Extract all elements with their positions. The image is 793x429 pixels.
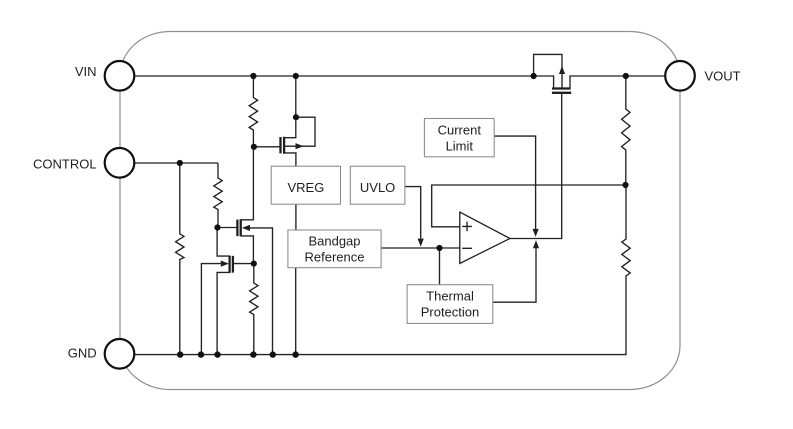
svg-text:Thermal: Thermal (426, 289, 474, 304)
svg-text:Limit: Limit (446, 139, 474, 154)
svg-text:VOUT: VOUT (705, 68, 741, 83)
svg-text:CONTROL: CONTROL (33, 157, 97, 172)
svg-text:Protection: Protection (421, 305, 480, 320)
svg-text:GND: GND (68, 346, 97, 361)
svg-text:Reference: Reference (305, 249, 365, 264)
svg-text:UVLO: UVLO (360, 180, 395, 195)
svg-text:VIN: VIN (75, 64, 97, 79)
svg-text:Bandgap: Bandgap (308, 233, 360, 248)
svg-text:Current: Current (438, 123, 482, 138)
svg-text:VREG: VREG (287, 180, 324, 195)
